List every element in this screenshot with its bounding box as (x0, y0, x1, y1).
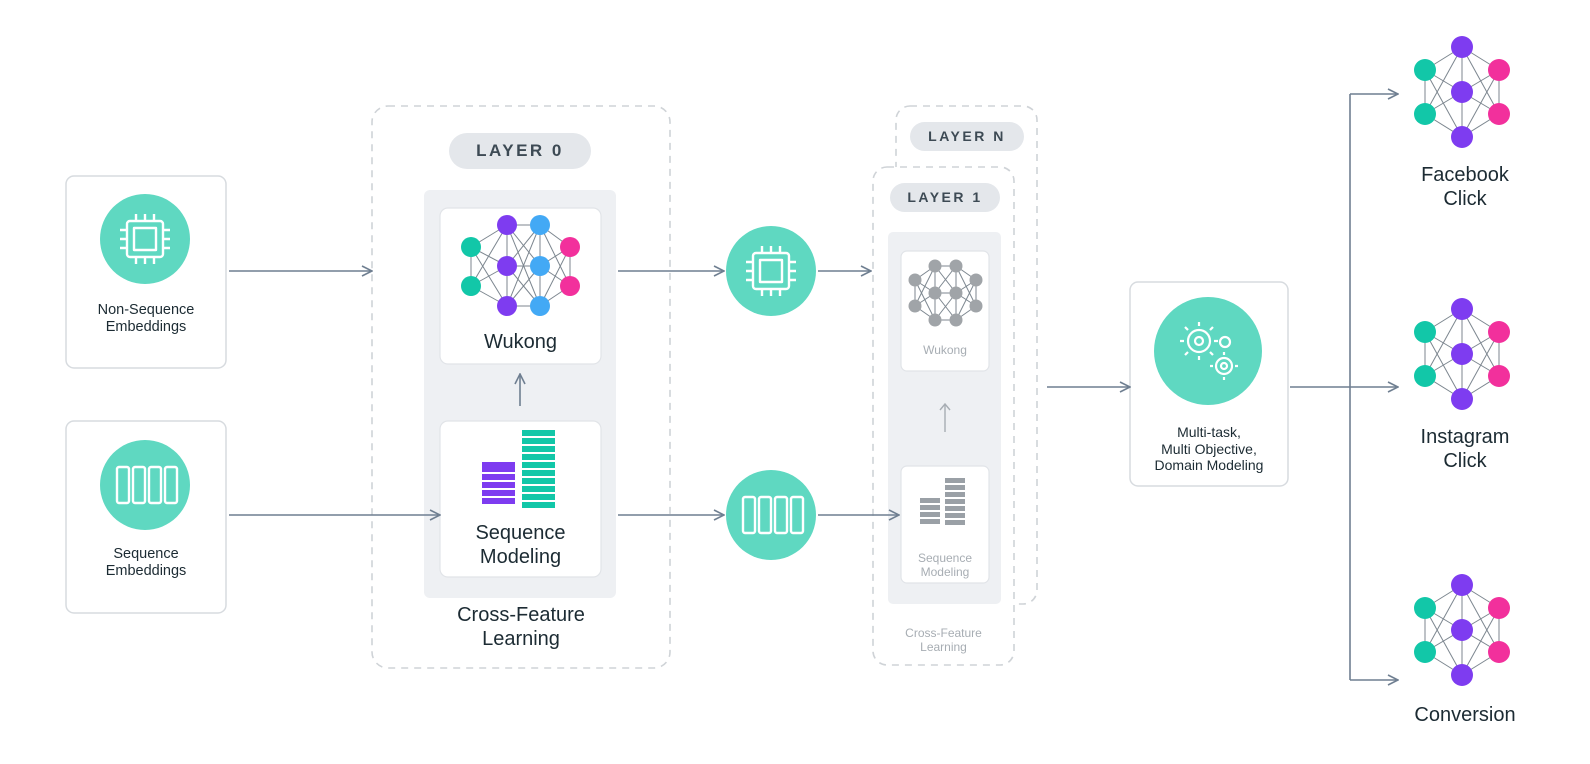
network-node (1414, 59, 1436, 81)
gears-icon (1154, 297, 1262, 405)
multitask-label: Multi-task, Multi Objective, Domain Mode… (1154, 424, 1264, 474)
network-node (1451, 298, 1473, 320)
network-node (949, 286, 963, 300)
sequence-blocks-icon (100, 440, 190, 530)
middle-chip-icon (726, 226, 816, 316)
network-node (497, 296, 517, 316)
network-node (497, 215, 517, 235)
network-node (1414, 321, 1436, 343)
network-node (908, 273, 922, 287)
wukong-label: Wukong (483, 331, 557, 353)
network-node (1488, 641, 1510, 663)
network-node (949, 259, 963, 273)
network-node (1451, 36, 1473, 58)
facebook-click-label: Facebook Click (1421, 164, 1509, 210)
non-sequence-embeddings-label: Non-Sequence Embeddings (97, 302, 195, 336)
network-node (1414, 597, 1436, 619)
network-node (530, 215, 550, 235)
network-edge (470, 224, 508, 287)
network-edge (1424, 46, 1463, 115)
network-node (1414, 365, 1436, 387)
middle-sequence-blocks-icon (726, 470, 816, 560)
network-node (969, 299, 983, 313)
network-node (1414, 641, 1436, 663)
network-node (928, 313, 942, 327)
network-node (928, 259, 942, 273)
network-edge (506, 224, 541, 307)
layer1-pill: LAYER 1 (890, 183, 1000, 212)
chip-icon (100, 194, 190, 284)
network-node (1451, 126, 1473, 148)
conversion-network-icon (1414, 574, 1510, 686)
layer1-bars-icon (920, 478, 965, 525)
network-node (969, 273, 983, 287)
network-node (1488, 365, 1510, 387)
network-edge (1461, 331, 1500, 400)
layer1-wukong-card (900, 250, 990, 372)
network-edge (1424, 584, 1463, 653)
sequence-embeddings-label: Sequence Embeddings (105, 546, 187, 580)
layer0-pill: LAYER 0 (449, 133, 591, 169)
layer-n-pill: LAYER N (910, 122, 1024, 151)
network-node (1414, 103, 1436, 125)
network-edge (539, 246, 571, 307)
sequence-modeling-label: Sequence Modeling (475, 522, 566, 568)
network-node (461, 276, 481, 296)
instagram-click-label: Instagram Click (1420, 426, 1510, 472)
instagram-click-network-icon (1414, 298, 1510, 410)
wukong-network-icon (461, 215, 580, 316)
network-node (1451, 664, 1473, 686)
layer0-caption: Cross-Feature Learning (457, 604, 585, 650)
network-node (1451, 81, 1473, 103)
network-node (1488, 597, 1510, 619)
network-edge (1461, 607, 1500, 676)
facebook-click-network-icon (1414, 36, 1510, 148)
network-node (949, 313, 963, 327)
stacked-bars-icon (482, 430, 555, 508)
layer0-container (371, 105, 671, 669)
layer1-wukong-label: Wukong (923, 343, 967, 357)
layer1-sequence-modeling-label: Sequence Modeling (917, 551, 973, 580)
network-node (461, 237, 481, 257)
network-edge (914, 265, 936, 307)
network-node (497, 256, 517, 276)
network-node (560, 276, 580, 296)
network-node (1451, 619, 1473, 641)
network-node (1488, 103, 1510, 125)
network-edge (1461, 69, 1500, 138)
network-node (1488, 59, 1510, 81)
layer1-network-icon (908, 259, 983, 327)
network-edge (539, 224, 571, 287)
network-node (908, 299, 922, 313)
network-node (1451, 343, 1473, 365)
network-edge (955, 279, 977, 321)
network-node (1451, 388, 1473, 410)
network-node (530, 256, 550, 276)
layer1-caption: Cross-Feature Learning (905, 626, 982, 655)
network-node (560, 237, 580, 257)
network-node (1488, 321, 1510, 343)
network-node (530, 296, 550, 316)
network-node (1451, 574, 1473, 596)
sequence-modeling-card (439, 420, 602, 578)
network-edge (1424, 308, 1463, 377)
network-node (928, 286, 942, 300)
conversion-label: Conversion (1414, 704, 1516, 726)
